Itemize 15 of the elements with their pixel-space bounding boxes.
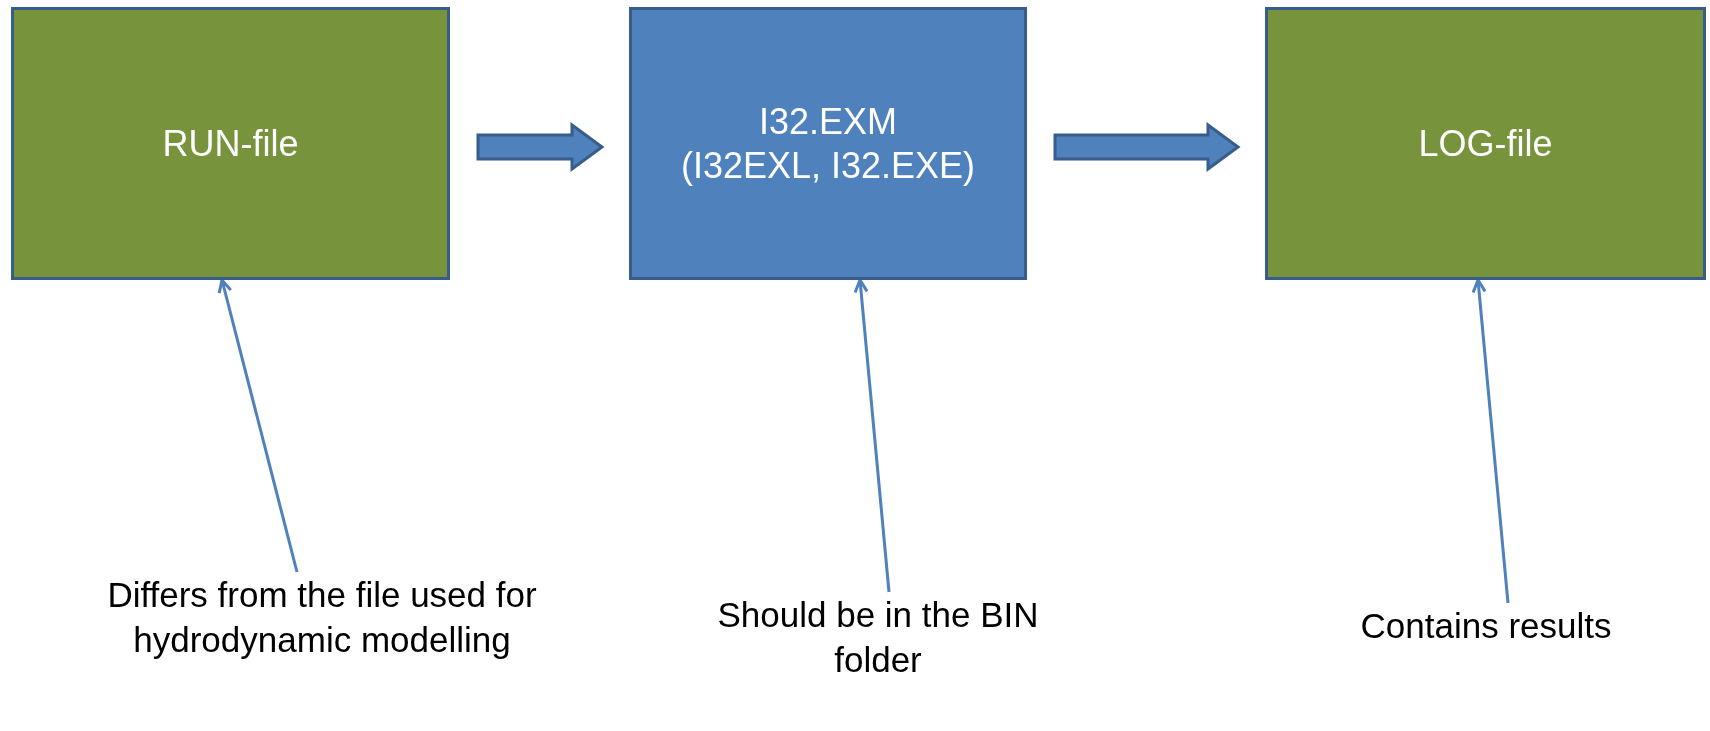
box-label: I32.EXM (758, 99, 898, 144)
leader-arrow (217, 278, 299, 573)
file-box (1265, 7, 1706, 280)
leader-arrow (853, 278, 891, 593)
note-text: Contains results (1296, 603, 1676, 648)
block-arrow (1053, 122, 1241, 172)
box-label: (I32EXL, I32.EXE) (680, 143, 976, 188)
program-box (629, 7, 1027, 280)
note-text: Should be in the BIN folder (673, 592, 1083, 692)
note-text: Differs from the file used for hydrodynamic modelling (82, 572, 562, 731)
block-arrow (476, 122, 605, 172)
box-label: RUN-file (162, 121, 299, 166)
file-box (11, 7, 450, 280)
box-label: LOG-file (1418, 121, 1553, 166)
leader-arrow (1471, 278, 1510, 604)
